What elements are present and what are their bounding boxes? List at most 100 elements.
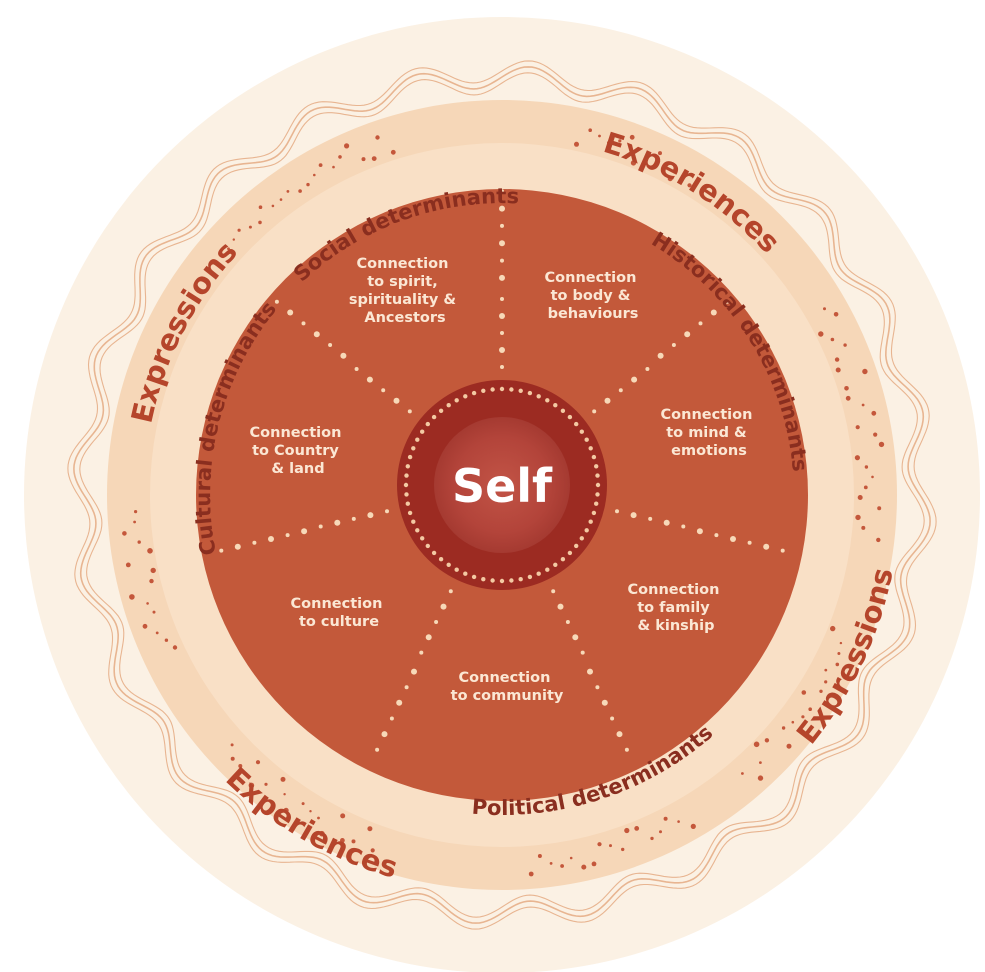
spoke-dot <box>684 331 691 338</box>
ring-dot <box>630 160 637 166</box>
spoke-dot <box>500 258 504 263</box>
ring-dot <box>588 128 592 132</box>
ring-dot <box>862 368 868 375</box>
ring-dot <box>834 357 840 362</box>
ring-dot <box>808 707 812 711</box>
self-dot <box>594 501 599 506</box>
ring-dot <box>271 204 275 208</box>
ring-dot <box>264 782 268 786</box>
spoke-dot <box>500 297 504 301</box>
segment-labels: Connection to spirit, spirituality & Anc… <box>250 256 753 704</box>
ring-dot <box>560 864 564 868</box>
self-dot <box>518 577 523 582</box>
ring-dot <box>645 155 649 159</box>
self-dot <box>584 437 589 442</box>
ring-dot <box>833 312 839 317</box>
spoke-dot <box>587 668 593 675</box>
ring-dot <box>319 830 325 837</box>
segment-community: Connection to community <box>451 670 564 704</box>
ring-dot <box>873 432 878 437</box>
ring-dot-trails <box>122 128 885 877</box>
spoke-dot <box>763 543 770 550</box>
spoke-dot <box>604 397 611 404</box>
wave-line <box>67 60 937 930</box>
self-dot <box>490 387 495 392</box>
ring-dot <box>824 668 828 672</box>
spoke-dot <box>340 352 347 359</box>
ring-dot <box>125 562 131 568</box>
self-dot <box>407 510 413 516</box>
self-dot <box>446 562 451 567</box>
spoke-dot <box>407 409 412 414</box>
self-dot <box>579 536 584 541</box>
ring-dot <box>658 151 662 156</box>
ring-dot <box>824 680 828 684</box>
self-dot <box>579 429 584 434</box>
ring-dot <box>753 741 760 748</box>
self-dot <box>567 414 573 420</box>
ring-dot <box>313 173 316 177</box>
self-dot <box>509 578 514 583</box>
ring-dot <box>871 475 874 479</box>
ring-dot <box>258 205 263 209</box>
ring-dot <box>283 793 286 796</box>
ring-dot <box>309 810 312 813</box>
ring-dot <box>855 425 860 430</box>
ring-dot <box>238 764 243 768</box>
ring-dot <box>864 465 869 469</box>
self-dot <box>591 510 597 516</box>
self-dot <box>404 473 409 478</box>
ring-dot <box>863 485 868 490</box>
spoke-dot <box>318 524 323 529</box>
self-dot <box>509 387 514 392</box>
ring-dot <box>871 410 877 416</box>
self-dot <box>431 550 437 556</box>
ring-dot <box>662 165 667 170</box>
ring-dot <box>230 743 234 747</box>
ring-dot <box>137 540 141 544</box>
self-dot <box>415 528 420 533</box>
spoke-dot <box>595 685 600 690</box>
spoke-dot <box>499 347 505 353</box>
ring-dot <box>861 403 865 407</box>
self-dot <box>545 398 550 403</box>
ring-dot <box>332 165 335 169</box>
ring-dot <box>837 652 841 655</box>
ring-dot <box>857 495 863 500</box>
spoke-dot <box>725 299 730 304</box>
self-dot <box>438 408 444 413</box>
ring-dot <box>684 170 687 174</box>
ring-dot <box>687 183 692 188</box>
self-dot <box>420 536 425 541</box>
ring-dot <box>741 772 744 775</box>
ring-dot <box>634 826 640 831</box>
ring-dot <box>318 163 323 168</box>
ring-dot <box>537 854 542 858</box>
ring-dot <box>876 537 881 543</box>
spoke-dot <box>419 650 424 655</box>
ring-dot <box>581 864 587 870</box>
self-dot <box>574 421 579 427</box>
ring-dot <box>317 816 320 820</box>
spoke-dot <box>565 620 570 624</box>
ring-dot <box>134 510 138 514</box>
spoke-dot <box>710 309 717 316</box>
ring-dot <box>624 827 630 834</box>
spoke-dot <box>616 731 623 738</box>
spoke-dot <box>389 716 394 721</box>
ring-dot <box>757 775 764 781</box>
spoke-dot <box>624 747 629 752</box>
self-dot <box>594 464 599 469</box>
spoke-dot <box>219 548 224 553</box>
ring-dot <box>344 143 350 149</box>
spoke-dot <box>580 650 585 655</box>
ring-dot <box>230 756 235 761</box>
spoke-dot <box>366 376 373 383</box>
spoke-dot <box>234 543 241 550</box>
ring-dot <box>764 738 770 743</box>
self-dot <box>536 394 541 399</box>
self-inner-circle <box>434 417 570 553</box>
ring-dot <box>818 331 824 337</box>
spoke-dot <box>381 731 388 738</box>
spoke-dot <box>499 313 505 319</box>
